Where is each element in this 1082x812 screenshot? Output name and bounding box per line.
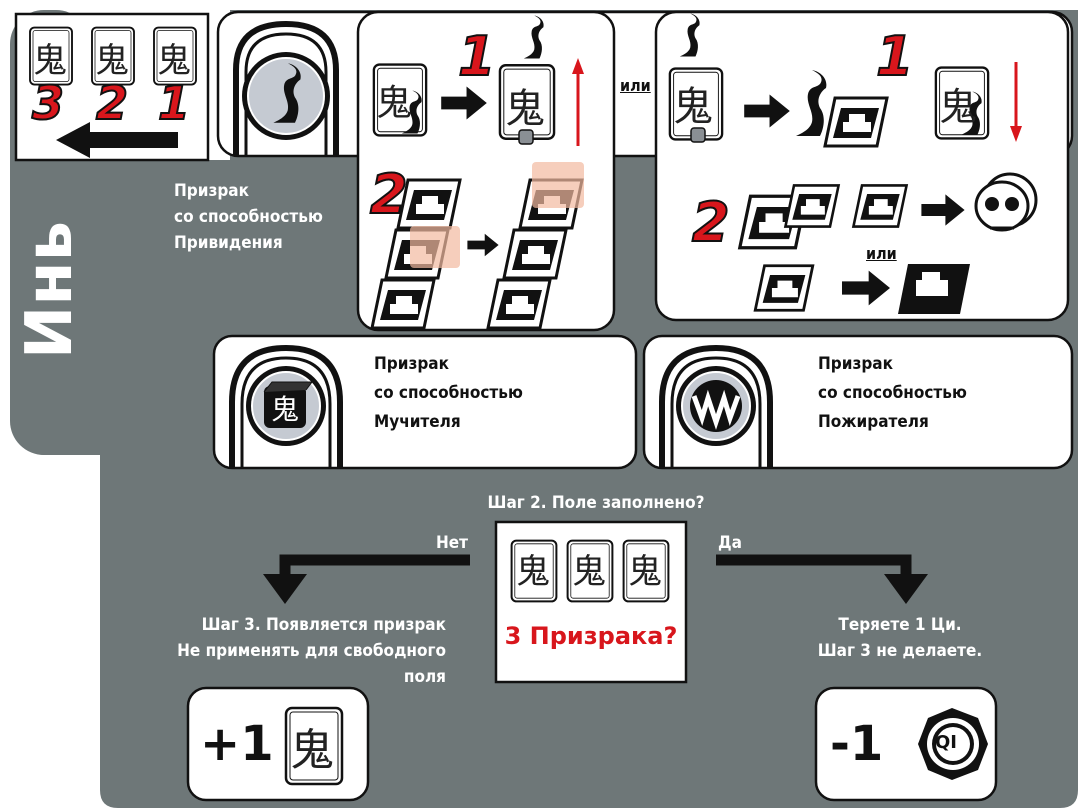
reward-plus-one: +1 [200, 716, 274, 772]
queue-left-arrow [56, 122, 178, 158]
haunter-left-step-1: 1 [457, 25, 497, 88]
queue-ghost-glyph-1: 鬼 [33, 41, 67, 81]
qi-token-label: QI [935, 732, 957, 753]
yes-branch-arrow [716, 554, 928, 604]
devourer-label-line-2: со способностью [818, 383, 967, 403]
haunter-label: Призрак со способностью Привидения [174, 178, 354, 256]
queue-ghost-glyph-3: 鬼 [157, 41, 191, 81]
qi-token-icon [918, 708, 988, 780]
haunter-label-line-1: Призрак [174, 181, 250, 201]
haunter-medallion-icon [233, 20, 339, 156]
haunter-right-step-2: 2 [691, 191, 731, 254]
tormentor-cube-glyph: 鬼 [271, 393, 300, 426]
yes-branch-line-1: Теряете 1 Ци. [838, 615, 962, 635]
queue-number-3: 3 [31, 75, 65, 131]
no-branch-text: Шаг 3. Появляется призрак Не применять д… [120, 612, 446, 690]
haunter-or-label-1: или [620, 76, 651, 95]
tormentor-label-line-3: Мучителя [374, 412, 461, 432]
no-branch-arrow [263, 554, 470, 604]
haunter-card-glyph-c: 鬼 [673, 84, 713, 130]
side-title-wrapper: Инь [0, 221, 110, 359]
haunter-or-label-2: или [866, 244, 897, 263]
tormentor-label: Призрак со способностью Мучителя [374, 350, 614, 437]
no-branch-line-3: поля [403, 667, 446, 687]
step2-card-glyph-1: 鬼 [516, 552, 550, 592]
haunter-label-line-2: со способностью [174, 207, 323, 227]
devourer-medallion-icon [659, 344, 773, 468]
step2-card-glyph-2: 鬼 [572, 552, 606, 592]
tormentor-label-line-1: Призрак [374, 354, 450, 374]
haunter-card-glyph-a: 鬼 [376, 83, 413, 124]
step2-card-glyph-3: 鬼 [628, 552, 662, 592]
haunter-step2-tiles-left [370, 162, 584, 330]
haunter-right-step-1: 1 [875, 25, 915, 88]
step2-yes-label: Да [718, 533, 742, 553]
no-branch-line-1: Шаг 3. Появляется призрак [201, 615, 446, 635]
haunter-label-line-3: Привидения [174, 233, 283, 253]
yes-branch-text: Теряете 1 Ци. Шаг 3 не делаете. [780, 612, 1020, 664]
haunter-left-step-2: 2 [369, 163, 409, 226]
reward-card-glyph: 鬼 [290, 725, 334, 776]
devourer-label-line-3: Пожирателя [818, 412, 929, 432]
no-branch-line-2: Не применять для свободного [177, 641, 446, 661]
haunter-card-glyph-b: 鬼 [505, 86, 545, 132]
devourer-label-line-1: Призрак [818, 354, 894, 374]
penalty-minus-one: -1 [830, 716, 884, 772]
devourer-label: Призрак со способностью Пожирателя [818, 350, 1058, 437]
queue-ghost-glyph-2: 鬼 [95, 41, 129, 81]
tormentor-medallion-icon [229, 344, 343, 468]
step2-question: Шаг 2. Поле заполнено? [487, 493, 705, 513]
queue-number-1: 1 [157, 75, 191, 131]
side-title: Инь [13, 220, 87, 360]
three-ghosts-question: 3 Призрака? [504, 622, 678, 650]
queue-number-2: 2 [95, 75, 129, 131]
haunter-card-glyph-d: 鬼 [939, 85, 978, 129]
tormentor-label-line-2: со способностью [374, 383, 523, 403]
skull-icon [974, 172, 1038, 232]
yes-branch-line-2: Шаг 3 не делаете. [817, 641, 983, 661]
step2-no-label: Нет [436, 533, 469, 553]
